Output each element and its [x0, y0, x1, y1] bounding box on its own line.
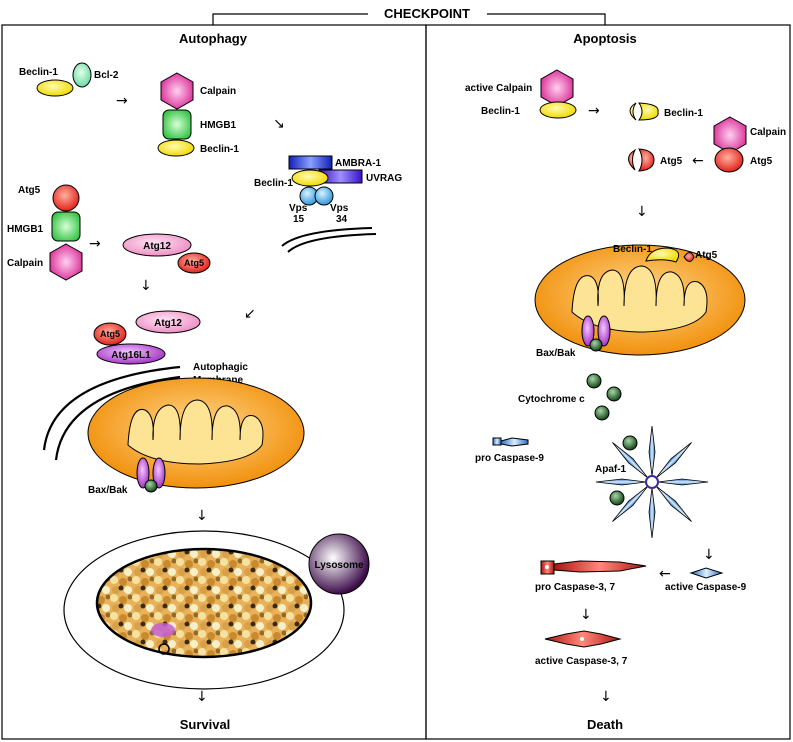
lysosome-label: Lysosome: [314, 560, 364, 571]
atg12-label-2: Atg12: [154, 318, 182, 329]
active-caspase37: active Caspase-3, 7: [535, 630, 628, 667]
membrane-label-a: Autophagic: [193, 362, 248, 373]
calpain-hmgb1-beclin1-complex: Calpain HMGB1 Beclin-1: [157, 72, 239, 157]
pro-caspase9-label: pro Caspase-9: [475, 453, 544, 464]
bax-bak-right: [581, 315, 611, 352]
calpain-label-1: Calpain: [200, 86, 236, 97]
pro-caspase37: pro Caspase-3, 7: [535, 560, 647, 593]
atg5-label-right: Atg5: [750, 156, 773, 167]
phagophore-membrane-top: [281, 227, 377, 253]
apaf1-apoptosome: [595, 425, 709, 539]
arrow-right-3: →: [588, 103, 600, 119]
cleaved-atg5: Atg5: [628, 148, 683, 172]
atg5-label-3: Atg5: [100, 329, 120, 339]
baxbak-label-right: Bax/Bak: [536, 348, 576, 359]
uvrag-label: UVRAG: [366, 173, 402, 184]
mitochondrion-left: [87, 377, 305, 489]
right-panel-frame: [425, 24, 791, 740]
arrow-diag-2: ↙: [244, 306, 256, 322]
vps15-label-a: Vps: [289, 203, 308, 214]
ambra-uvrag-vps-complex: AMBRA-1 UVRAG Beclin-1 Vps 15 Vps 34: [254, 155, 402, 225]
cytochrome-c: Cytochrome c: [518, 373, 622, 421]
calpain-label-2: Calpain: [7, 258, 43, 269]
active-calpain-label: active Calpain: [465, 83, 532, 94]
atg12-atg5-conjugate: Atg12 Atg5: [122, 233, 211, 274]
autophagy-title: Autophagy: [179, 31, 248, 46]
bcl2-label: Bcl-2: [94, 70, 119, 81]
pro-caspase37-label: pro Caspase-3, 7: [535, 582, 615, 593]
hmgb1-label-2: HMGB1: [7, 224, 44, 235]
atg5-atg12-atg16l1-complex: Atg12 Atg5 Atg16L1: [93, 310, 201, 365]
atg5-label-2: Atg5: [184, 258, 204, 268]
active-calpain-beclin1: active Calpain Beclin-1: [465, 69, 577, 119]
arrow-down-7: ↓: [600, 689, 612, 705]
beclin1-label-3: Beclin-1: [254, 178, 293, 189]
arrow-left-1: ←: [692, 153, 704, 169]
checkpoint-bracket-left: [212, 13, 368, 25]
atg12-label-1: Atg12: [143, 241, 171, 252]
pro-caspase9: pro Caspase-9: [475, 437, 544, 464]
arrow-left-2: ←: [659, 566, 671, 582]
checkpoint-label: CHECKPOINT: [384, 6, 470, 21]
cleaved-beclin1-label: Beclin-1: [664, 108, 703, 119]
ambra1-label: AMBRA-1: [335, 158, 382, 169]
atg5-hmgb1-calpain-complex: Atg5 HMGB1 Calpain: [7, 184, 83, 281]
atg5-label-1: Atg5: [18, 185, 41, 196]
autolysosome: [63, 530, 345, 690]
lysosome: Lysosome: [308, 533, 370, 595]
cleaved-beclin1: Beclin-1: [629, 102, 703, 121]
mito-beclin1-label: Beclin-1: [613, 244, 652, 255]
calpain-label-right: Calpain: [750, 127, 786, 138]
calpain-atg5-right: Calpain Atg5: [713, 116, 786, 173]
apaf1-label: Apaf-1: [595, 464, 627, 475]
active-caspase9: active Caspase-9: [665, 567, 747, 593]
cleaved-atg5-label: Atg5: [660, 156, 683, 167]
arrow-down-2: ↓: [196, 508, 208, 524]
arrow-right-2: →: [89, 236, 101, 252]
atg16l1-label: Atg16L1: [111, 350, 151, 361]
death-label: Death: [587, 717, 623, 732]
arrow-right-1: →: [116, 93, 128, 109]
baxbak-label-left: Bax/Bak: [88, 485, 128, 496]
arrow-down-4: ↓: [636, 204, 648, 220]
arrow-down-6: ↓: [580, 607, 592, 623]
beclin1-label-2: Beclin-1: [200, 144, 239, 155]
mitochondrion-right: [534, 244, 746, 356]
mito-atg5-label: Atg5: [695, 250, 718, 261]
bax-bak-left: [136, 457, 166, 493]
cytochrome-label: Cytochrome c: [518, 394, 585, 405]
mito-beclin1-atg5: Beclin-1 Atg5: [613, 244, 718, 263]
beclin1-label: Beclin-1: [19, 67, 58, 78]
apoptosis-title: Apoptosis: [573, 31, 637, 46]
active-caspase37-label: active Caspase-3, 7: [535, 656, 628, 667]
autophagic-membrane: [42, 365, 181, 461]
vps34-label-a: Vps: [330, 203, 349, 214]
active-caspase9-label: active Caspase-9: [665, 582, 747, 593]
arrow-down-3: ↓: [196, 689, 208, 705]
beclin1-bcl2-complex: Beclin-1 Bcl-2: [19, 62, 119, 97]
survival-label: Survival: [180, 717, 231, 732]
hmgb1-label-1: HMGB1: [200, 120, 237, 131]
arrow-down-1: ↓: [140, 278, 152, 294]
beclin1-label-right: Beclin-1: [481, 106, 520, 117]
checkpoint-bracket-right: [487, 13, 606, 25]
arrow-diag-1: ↘: [273, 116, 285, 132]
vps34-label-b: 34: [336, 214, 348, 225]
vps15-label-b: 15: [293, 214, 305, 225]
arrow-down-5: ↓: [703, 547, 715, 563]
